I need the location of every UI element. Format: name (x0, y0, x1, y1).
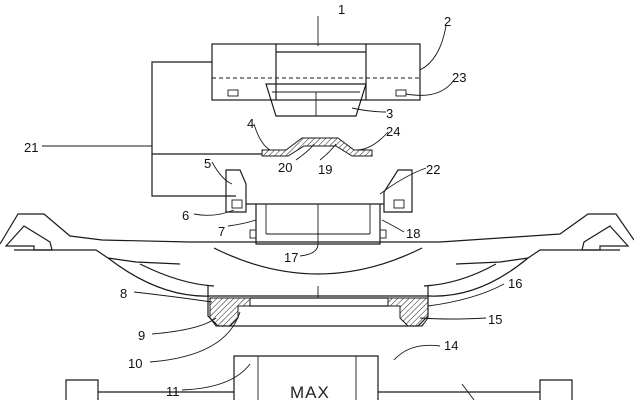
label-1: 1 (338, 2, 345, 17)
label-16: 16 (508, 276, 522, 291)
bottom-stamp-block: MAX (65, 355, 573, 400)
label-3: 3 (386, 106, 393, 121)
side-frame-21 (151, 61, 262, 197)
label-7: 7 (218, 224, 225, 239)
label-2: 2 (444, 14, 451, 29)
label-15: 15 (488, 312, 502, 327)
label-22: 22 (426, 162, 440, 177)
lower-die-holder (225, 169, 413, 245)
workpiece (261, 137, 373, 157)
label-24: 24 (386, 124, 400, 139)
label-10: 10 (128, 356, 142, 371)
label-19: 19 (318, 162, 332, 177)
label-5: 5 (204, 156, 211, 171)
label-14: 14 (444, 338, 458, 353)
label-21: 21 (24, 140, 38, 155)
label-20: 20 (278, 160, 292, 175)
label-18: 18 (406, 226, 420, 241)
top-clamp-block (211, 43, 421, 117)
leader-lines (42, 16, 505, 391)
part-labels: 1 2 23 3 4 24 20 19 21 5 22 6 7 18 17 8 … (24, 2, 522, 399)
base-plate (0, 213, 634, 297)
label-6: 6 (182, 208, 189, 223)
label-8: 8 (120, 286, 127, 301)
label-9: 9 (138, 328, 145, 343)
label-23: 23 (452, 70, 466, 85)
lower-die-assembly (207, 286, 429, 327)
stamp-text: MAX (290, 383, 330, 400)
label-11: 11 (166, 384, 180, 399)
label-17: 17 (284, 250, 298, 265)
label-4: 4 (247, 116, 254, 131)
